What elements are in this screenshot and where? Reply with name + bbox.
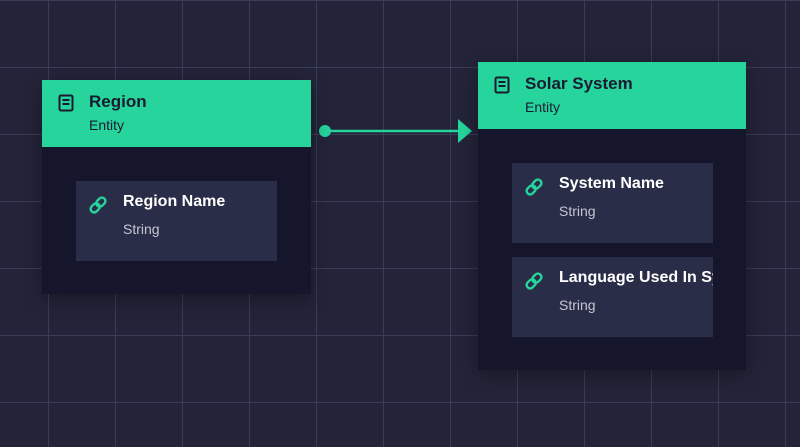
entity-subtitle: Entity: [89, 117, 125, 133]
attribute-item[interactable]: System Name String: [512, 163, 713, 243]
entity-header[interactable]: Solar System Entity: [478, 62, 746, 129]
entity-card-solar-system[interactable]: Solar System Entity System Name String L…: [478, 62, 746, 370]
attribute-type: String: [559, 203, 596, 219]
link-icon: [525, 272, 543, 290]
link-icon: [89, 196, 107, 214]
attribute-type: String: [123, 221, 160, 237]
attribute-name: Region Name: [123, 193, 226, 210]
attribute-item[interactable]: Region Name String: [76, 181, 277, 261]
connector-arrowhead: [458, 119, 472, 143]
entity-header[interactable]: Region Entity: [42, 80, 311, 147]
document-icon: [494, 76, 510, 94]
link-icon: [525, 178, 543, 196]
attribute-item[interactable]: Language Used In System String: [512, 257, 713, 337]
attribute-name: System Name: [559, 175, 664, 192]
attribute-type: String: [559, 297, 596, 313]
entity-title: Region: [89, 92, 147, 111]
entity-title: Solar System: [525, 74, 633, 93]
attribute-name: Language Used In System: [559, 269, 713, 286]
entity-subtitle: Entity: [525, 99, 561, 115]
document-icon: [58, 94, 74, 112]
entity-card-region[interactable]: Region Entity Region Name String: [42, 80, 311, 294]
